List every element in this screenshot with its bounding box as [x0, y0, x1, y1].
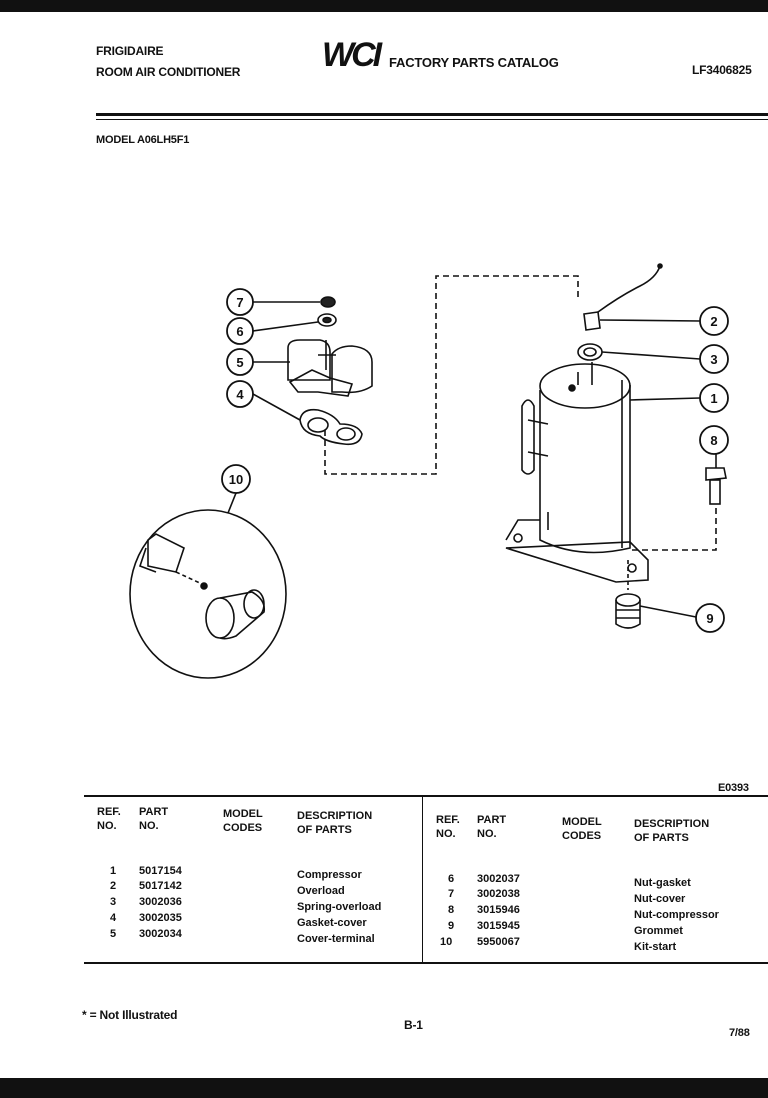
catalog-code: LF3406825	[692, 63, 752, 77]
compressor-part	[505, 362, 649, 583]
nut-gasket-part	[317, 313, 337, 327]
terminal-cover-part	[287, 339, 373, 397]
table-row-desc: Cover-terminal	[297, 933, 375, 945]
hdr-part-right-1: PART	[477, 814, 507, 826]
table-row-part: 3002036	[139, 896, 182, 908]
grommet-part	[615, 593, 641, 629]
svg-text:5: 5	[236, 355, 243, 370]
hdr-ref-right-1: REF.	[436, 814, 460, 826]
table-row-ref: 5	[110, 928, 117, 940]
brand-name: FRIGIDAIRE	[96, 44, 164, 58]
hdr-desc-left-1: DESCRIPTION	[297, 810, 373, 822]
table-row-part: 3002034	[139, 928, 182, 940]
spring-overload-part	[577, 343, 603, 361]
table-row-desc: Nut-cover	[634, 893, 686, 905]
footnote: * = Not Illustrated	[82, 1008, 178, 1022]
overload-part	[583, 263, 663, 331]
callout-1: 1	[699, 383, 729, 413]
table-row-desc: Kit-start	[634, 941, 677, 953]
table-row-desc: Gasket-cover	[297, 917, 367, 929]
dashed-leader-line	[324, 275, 579, 475]
table-bottom-rule	[84, 962, 768, 964]
header-rule-thick	[96, 113, 768, 116]
revision-date: 7/88	[729, 1027, 750, 1039]
table-row-desc: Nut-compressor	[634, 909, 719, 921]
hdr-desc-right-1: DESCRIPTION	[634, 818, 710, 830]
nut-cover-part	[320, 296, 336, 308]
bottom-border-bar	[0, 1078, 768, 1098]
callout-6: 6	[226, 317, 254, 345]
hdr-ref-right-2: NO.	[436, 828, 456, 840]
table-row-desc: Compressor	[297, 869, 362, 881]
table-divider	[422, 797, 423, 964]
table-row-desc: Spring-overload	[297, 901, 382, 913]
figure-code: E0393	[718, 782, 749, 794]
callout-7: 7	[226, 288, 254, 316]
start-kit-detail	[129, 492, 287, 679]
table-row-part: 5017142	[139, 880, 182, 892]
table-row-ref: 10	[440, 936, 453, 948]
table-row-ref: 7	[448, 888, 455, 900]
callout-2: 2	[699, 306, 729, 336]
hdr-ref-left-2: NO.	[97, 820, 117, 832]
hdr-desc-right-2: OF PARTS	[634, 832, 689, 844]
hdr-model-left-2: CODES	[223, 822, 263, 834]
table-row-ref: 9	[448, 920, 455, 932]
product-name: ROOM AIR CONDITIONER	[96, 65, 241, 79]
hdr-model-right-1: MODEL	[562, 816, 602, 828]
callout-10: 10	[221, 464, 251, 494]
callout-3: 3	[699, 344, 729, 374]
catalog-title: FACTORY PARTS CATALOG	[389, 55, 559, 70]
table-row-part: 3015945	[477, 920, 520, 932]
callout-8: 8	[699, 425, 729, 455]
hdr-part-left-2: NO.	[139, 820, 159, 832]
table-row-ref: 2	[110, 880, 117, 892]
page-number: B-1	[404, 1018, 423, 1032]
table-top-rule	[84, 795, 768, 797]
svg-text:2: 2	[710, 314, 717, 329]
svg-text:8: 8	[710, 433, 717, 448]
svg-text:7: 7	[236, 295, 243, 310]
top-border-bar	[0, 0, 768, 12]
svg-text:4: 4	[236, 387, 244, 402]
table-row-part: 3002038	[477, 888, 520, 900]
gasket-cover-part	[299, 408, 363, 446]
table-row-ref: 8	[448, 904, 455, 916]
hdr-model-right-2: CODES	[562, 830, 602, 842]
callout-5: 5	[226, 348, 254, 376]
svg-text:1: 1	[710, 391, 717, 406]
table-row-part: 3015946	[477, 904, 520, 916]
callout-9: 9	[695, 603, 725, 633]
table-row-part: 5017154	[139, 865, 182, 877]
model-number: MODEL A06LH5F1	[96, 134, 190, 146]
hdr-part-left-1: PART	[139, 806, 169, 818]
hdr-ref-left-1: REF.	[97, 806, 121, 818]
callout-4: 4	[226, 380, 254, 408]
table-row-ref: 4	[110, 912, 117, 924]
table-row-desc: Overload	[297, 885, 345, 897]
svg-text:9: 9	[706, 611, 713, 626]
table-row-ref: 3	[110, 896, 117, 908]
svg-text:6: 6	[236, 324, 243, 339]
hdr-part-right-2: NO.	[477, 828, 497, 840]
table-row-ref: 1	[110, 865, 117, 877]
table-row-ref: 6	[448, 873, 455, 885]
table-row-desc: Grommet	[634, 925, 683, 937]
wci-logo: WCI	[322, 36, 382, 74]
table-row-part: 5950067	[477, 936, 520, 948]
table-row-desc: Nut-gasket	[634, 877, 691, 889]
nut-compressor-part	[705, 467, 727, 505]
svg-text:10: 10	[229, 472, 243, 487]
table-row-part: 3002035	[139, 912, 182, 924]
hdr-desc-left-2: OF PARTS	[297, 824, 352, 836]
svg-text:3: 3	[710, 352, 717, 367]
hdr-model-left-1: MODEL	[223, 808, 263, 820]
table-row-part: 3002037	[477, 873, 520, 885]
header-rule-thin	[96, 119, 768, 120]
dashed-leader-mount	[632, 508, 717, 551]
